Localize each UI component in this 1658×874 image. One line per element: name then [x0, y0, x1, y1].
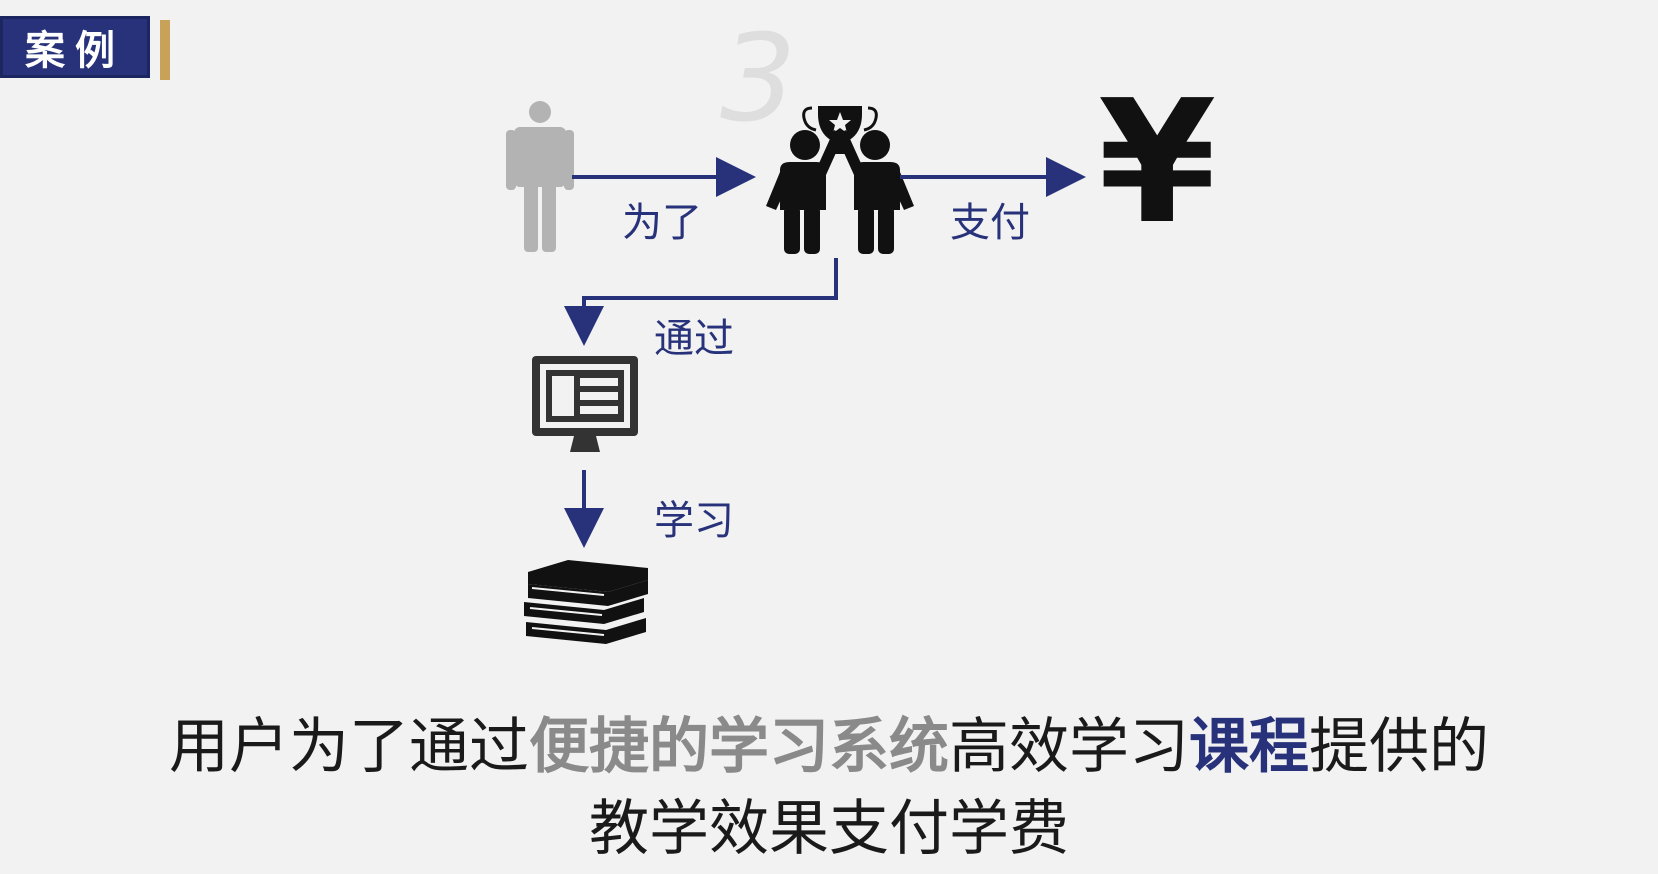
caption-part-a: 用户为了通过 [169, 712, 529, 782]
svg-text:3: 3 [720, 10, 796, 149]
yen-icon: ¥ [1098, 64, 1217, 262]
section-badge: 案例 [0, 16, 150, 78]
label-pay: 支付 [950, 200, 1030, 246]
computer-icon [532, 356, 638, 452]
label-for: 为了 [622, 200, 702, 246]
caption-part-c: 高效学习 [949, 712, 1189, 782]
label-via: 通过 [654, 316, 734, 362]
team-trophy-icon [766, 106, 914, 254]
label-learn: 学习 [654, 498, 734, 544]
watermark-logo-icon: 3 [720, 10, 796, 149]
caption-line-1: 用户为了通过便捷的学习系统高效学习课程提供的 [0, 698, 1658, 785]
arrow-via [564, 258, 838, 346]
caption-line-2: 教学效果支付学费 [589, 794, 1069, 864]
caption-highlight-course: 课程 [1189, 712, 1309, 782]
caption-part-e: 提供的 [1309, 712, 1489, 782]
badge-accent-bar [160, 20, 170, 80]
badge-label: 案例 [25, 28, 125, 74]
books-icon [524, 560, 648, 644]
person-icon [506, 101, 574, 252]
caption-highlight-system: 便捷的学习系统 [529, 712, 949, 782]
